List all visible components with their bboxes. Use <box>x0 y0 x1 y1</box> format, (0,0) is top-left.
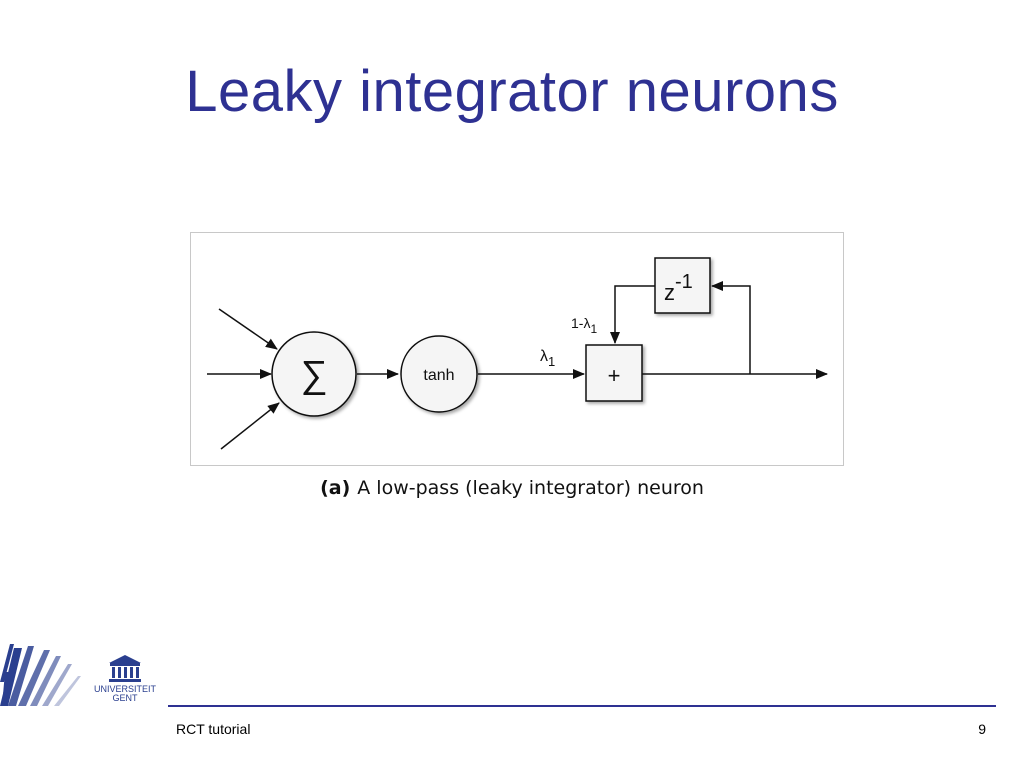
adder-node <box>585 344 643 402</box>
page-number: 9 <box>978 721 986 737</box>
footer-title: RCT tutorial <box>176 721 251 737</box>
summation-node <box>271 331 357 417</box>
figure-caption-tag: (a) <box>320 477 351 499</box>
adder-symbol: + <box>608 363 621 388</box>
leaky-integrator-diagram: ∑ tanh λ1 + z-1 1-λ1 <box>190 232 844 466</box>
building-icon <box>109 655 141 682</box>
logo-text-line2: GENT <box>112 693 138 703</box>
logo-text-line1: UNIVERSITEIT <box>94 684 157 694</box>
logo-stroke-pattern <box>0 644 84 706</box>
tanh-node <box>400 335 478 413</box>
input-gain-label: λ1 <box>540 348 555 369</box>
figure-caption-text: A low-pass (leaky integrator) neuron <box>357 477 704 499</box>
figure-caption: (a) A low-pass (leaky integrator) neuron <box>0 477 1024 499</box>
input-arrow-bottom <box>220 402 280 450</box>
feedback-gain-label: 1-λ1 <box>571 315 597 336</box>
slide-title: Leaky integrator neurons <box>185 59 839 124</box>
input-arrow-top <box>218 308 278 350</box>
university-logo: UNIVERSITEIT GENT <box>0 642 170 708</box>
summation-symbol: ∑ <box>300 354 327 396</box>
feedback-into-adder-arrow <box>610 285 655 344</box>
feedback-into-delay-arrow <box>711 281 751 374</box>
tanh-label: tanh <box>423 367 454 384</box>
delay-label: z-1 <box>664 271 693 305</box>
footer-rule <box>168 705 996 707</box>
